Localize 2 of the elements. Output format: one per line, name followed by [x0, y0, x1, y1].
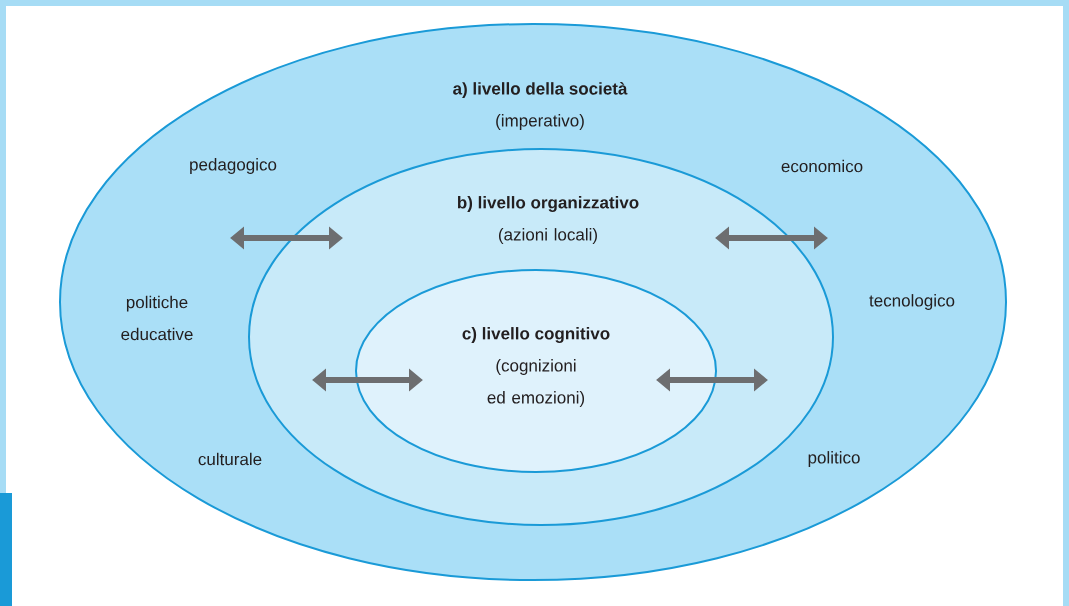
ring-label: politiche educative [121, 295, 193, 341]
ring-label: tecnologico [869, 294, 955, 310]
